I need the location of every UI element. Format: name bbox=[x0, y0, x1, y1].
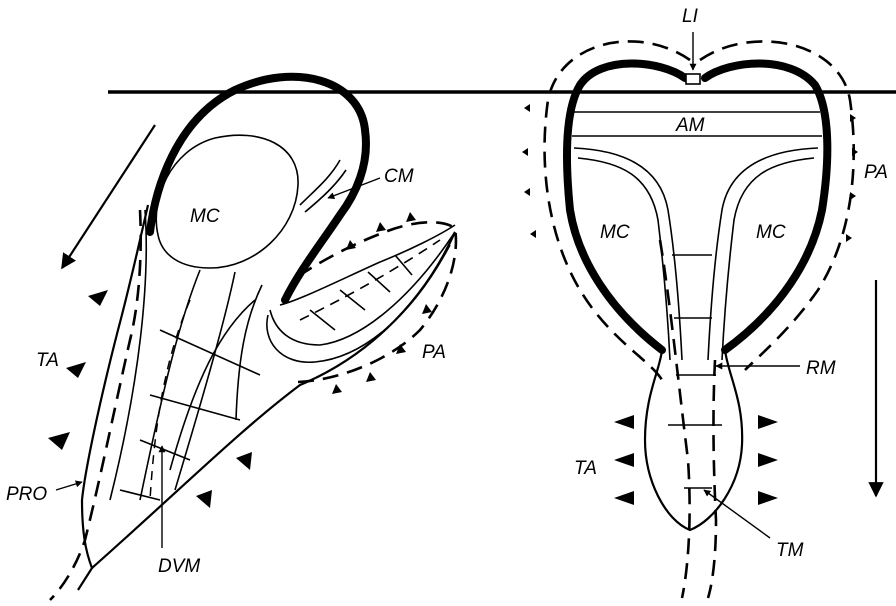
right-inner-left-1 bbox=[574, 148, 682, 360]
left-fan-line-5 bbox=[170, 300, 255, 470]
right-pa-tick-l2 bbox=[522, 148, 528, 156]
right-heart-wall bbox=[567, 63, 827, 350]
left-pa-tick-4 bbox=[422, 304, 432, 314]
left-ta-tri-5 bbox=[196, 490, 212, 508]
label-mc-right-left: MC bbox=[600, 222, 630, 243]
right-inner-right-2 bbox=[722, 158, 814, 360]
right-ta-left-2 bbox=[614, 453, 634, 467]
left-fan-line-1 bbox=[110, 210, 146, 500]
left-cross-5 bbox=[310, 310, 335, 330]
li-box bbox=[686, 74, 700, 84]
right-pa-tick-r4 bbox=[846, 234, 852, 242]
label-ta-right: TA bbox=[574, 458, 597, 479]
left-pa-tick-7 bbox=[332, 384, 342, 394]
label-tm: TM bbox=[776, 540, 804, 561]
right-dashed-inner-right bbox=[708, 360, 716, 598]
label-pa-right: PA bbox=[864, 162, 888, 183]
left-figure: CM MC PA TA PRO DVM bbox=[6, 77, 456, 600]
pro-pointer bbox=[56, 482, 82, 490]
right-inner-left-2 bbox=[578, 158, 670, 360]
left-ta-tri-1 bbox=[88, 290, 108, 306]
right-figure: LI AM PA MC MC RM TA TM bbox=[522, 6, 888, 598]
right-pa-tick-l4 bbox=[530, 230, 536, 238]
left-ta-tri-2 bbox=[66, 362, 86, 378]
left-pa-tick-6 bbox=[366, 372, 376, 382]
right-ta-left-3 bbox=[614, 491, 634, 505]
left-tail-edge bbox=[78, 568, 92, 590]
left-cross-3 bbox=[140, 440, 190, 460]
left-ta-tri-3 bbox=[48, 432, 70, 450]
label-ta-left: TA bbox=[36, 350, 59, 371]
label-am: AM bbox=[675, 115, 705, 136]
right-dashed-inner-left bbox=[660, 240, 690, 598]
label-mc-right-right: MC bbox=[756, 222, 786, 243]
right-pa-tick-r3 bbox=[850, 192, 856, 200]
label-li: LI bbox=[682, 6, 699, 27]
left-pa-tick-2 bbox=[376, 222, 386, 232]
right-ta-right-2 bbox=[758, 453, 778, 467]
left-fan-line-2 bbox=[140, 270, 200, 500]
label-rm: RM bbox=[806, 358, 836, 379]
label-cm: CM bbox=[384, 166, 414, 187]
left-head-wall bbox=[150, 77, 366, 300]
label-pa-left: PA bbox=[422, 342, 446, 363]
right-pa-tick-l1 bbox=[524, 104, 530, 112]
label-mc-left: MC bbox=[190, 206, 220, 227]
left-ta-tri-4 bbox=[236, 452, 252, 470]
right-ta-left-1 bbox=[614, 415, 634, 429]
label-pro: PRO bbox=[6, 484, 47, 505]
left-dashed-boundary bbox=[50, 210, 141, 600]
right-pa-tick-l3 bbox=[524, 188, 530, 196]
right-ta-right-1 bbox=[758, 415, 778, 429]
right-ta-right-3 bbox=[758, 491, 778, 505]
left-cross-7 bbox=[368, 272, 390, 292]
left-cross-8 bbox=[395, 255, 412, 275]
left-pa-tick-3 bbox=[406, 212, 416, 222]
left-cross-2 bbox=[150, 395, 240, 420]
label-dvm: DVM bbox=[158, 556, 200, 577]
left-mc-outline bbox=[156, 135, 298, 268]
left-cm-channel-2 bbox=[305, 170, 346, 212]
